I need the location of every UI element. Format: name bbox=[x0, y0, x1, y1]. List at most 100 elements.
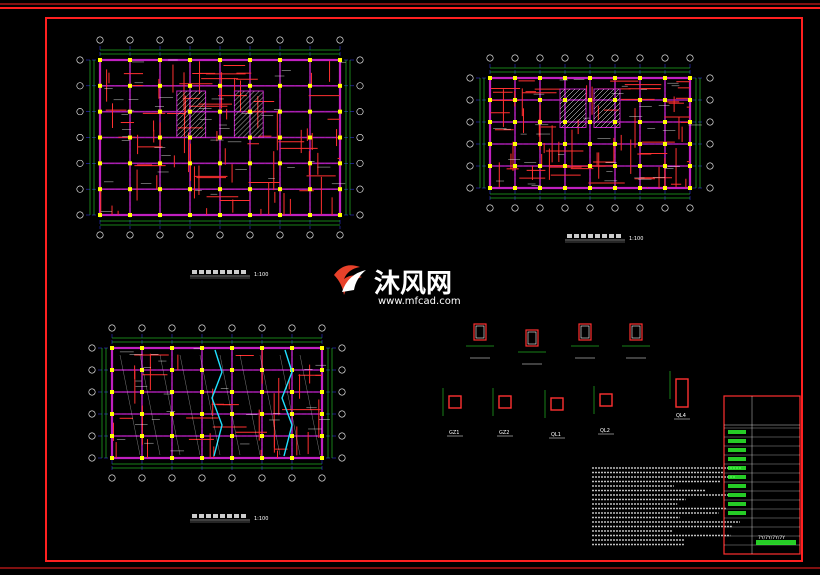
stair-hatch bbox=[559, 88, 586, 115]
title-block-cell-text bbox=[728, 430, 746, 434]
column bbox=[513, 120, 517, 124]
column bbox=[638, 76, 642, 80]
title-block-cell-text bbox=[728, 439, 746, 443]
column bbox=[488, 142, 492, 146]
axis-bubble bbox=[88, 410, 96, 418]
column bbox=[688, 164, 692, 168]
column bbox=[278, 213, 282, 217]
axis-bubble bbox=[228, 324, 236, 332]
axis-bubble bbox=[76, 159, 84, 167]
stair-hatch bbox=[571, 112, 587, 128]
stair-hatch bbox=[176, 90, 182, 97]
column bbox=[158, 135, 162, 140]
column bbox=[538, 142, 542, 146]
column bbox=[538, 98, 542, 102]
design-notes-block bbox=[592, 467, 742, 546]
column bbox=[320, 390, 324, 394]
stair-hatch bbox=[247, 122, 264, 138]
axis-bubble bbox=[338, 454, 346, 462]
stair-hatch bbox=[185, 117, 206, 138]
section-stirrup bbox=[527, 331, 537, 345]
column bbox=[218, 58, 222, 62]
axis-bubble bbox=[186, 36, 194, 44]
axis-bubble bbox=[486, 54, 494, 62]
column bbox=[513, 76, 517, 80]
title-block-cell-text bbox=[728, 511, 746, 515]
axis-bubble bbox=[76, 211, 84, 219]
column bbox=[563, 186, 567, 190]
stair-hatch bbox=[200, 132, 206, 138]
axis-bubble bbox=[306, 231, 314, 239]
axis-bubble bbox=[88, 432, 96, 440]
axis-bubble bbox=[338, 366, 346, 374]
axis-bubble bbox=[276, 36, 284, 44]
column bbox=[128, 109, 132, 114]
stair-hatch bbox=[234, 92, 264, 122]
stair-hatch bbox=[180, 112, 206, 138]
axis-bubble bbox=[168, 324, 176, 332]
section-stirrup bbox=[631, 325, 641, 339]
column bbox=[638, 142, 642, 146]
title-block-cell-text bbox=[728, 493, 746, 497]
axis-bubble bbox=[511, 204, 519, 212]
plan-title-glyph bbox=[199, 514, 204, 518]
column bbox=[320, 346, 324, 350]
section-label: GZ1 bbox=[449, 430, 459, 436]
column bbox=[260, 412, 264, 416]
column bbox=[663, 76, 667, 80]
stair-hatch bbox=[234, 90, 245, 102]
column bbox=[613, 164, 617, 168]
column bbox=[98, 161, 102, 166]
section-box bbox=[629, 323, 643, 341]
plan-title-glyph bbox=[227, 514, 232, 518]
column bbox=[338, 135, 342, 140]
column bbox=[158, 83, 162, 88]
axis-bubble bbox=[486, 204, 494, 212]
axis-bubble bbox=[466, 140, 474, 148]
column bbox=[513, 164, 517, 168]
axis-bubble bbox=[246, 231, 254, 239]
column bbox=[218, 135, 222, 140]
stair-hatch bbox=[559, 88, 576, 105]
axis-bubble bbox=[216, 231, 224, 239]
section-box bbox=[599, 393, 613, 407]
column bbox=[308, 83, 312, 88]
axis-bubble bbox=[76, 134, 84, 142]
axis-bubble bbox=[76, 185, 84, 193]
stair-hatch bbox=[257, 132, 264, 138]
column bbox=[110, 434, 114, 438]
stair-hatch bbox=[595, 102, 621, 128]
stair-hatch bbox=[600, 107, 621, 128]
column bbox=[260, 434, 264, 438]
axis-bubble bbox=[258, 324, 266, 332]
axis-bubble bbox=[306, 36, 314, 44]
section-label: GZ2 bbox=[499, 430, 509, 436]
column bbox=[140, 368, 144, 372]
axis-bubble bbox=[156, 36, 164, 44]
axis-bubble bbox=[356, 185, 364, 193]
column bbox=[513, 186, 517, 190]
axis-bubble bbox=[88, 454, 96, 462]
axis-bubble bbox=[88, 388, 96, 396]
column bbox=[688, 76, 692, 80]
column bbox=[128, 135, 132, 140]
axis-bubble bbox=[706, 118, 714, 126]
column bbox=[663, 164, 667, 168]
section-box bbox=[550, 397, 564, 411]
stair-hatch bbox=[593, 97, 621, 125]
section-label: QL1 bbox=[551, 432, 561, 438]
column bbox=[538, 186, 542, 190]
stair-hatch bbox=[566, 107, 587, 128]
stair-hatch bbox=[234, 90, 260, 117]
column bbox=[588, 76, 592, 80]
axis-bubble bbox=[96, 231, 104, 239]
plan-title-glyph bbox=[609, 234, 614, 238]
axis-bubble bbox=[336, 231, 344, 239]
column bbox=[188, 161, 192, 166]
column bbox=[98, 213, 102, 217]
column bbox=[278, 161, 282, 166]
stair-hatch bbox=[559, 97, 587, 125]
column bbox=[488, 186, 492, 190]
axis-bubble bbox=[661, 204, 669, 212]
